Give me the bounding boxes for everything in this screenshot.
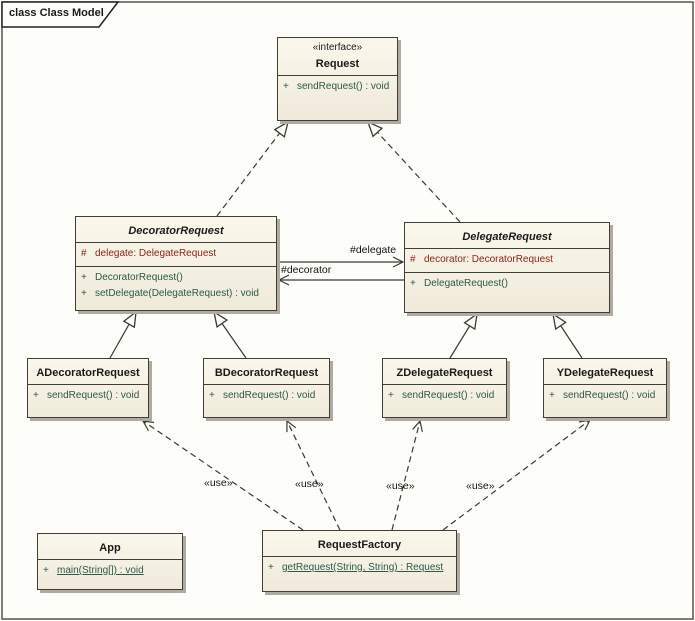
edge-label-use-3: «use» [386, 480, 415, 492]
class-request[interactable]: «interface» Request + sendRequest() : vo… [277, 37, 398, 121]
generalization-ydelegate-delegate [553, 314, 583, 359]
edge-label-decorator: #decorator [281, 264, 332, 276]
diagram-title: class Class Model [9, 7, 104, 19]
method: + DelegateRequest() [405, 276, 609, 292]
method-text: sendRequest() : void [402, 390, 495, 401]
generalization-zdelegate-delegate [449, 314, 477, 359]
method: + sendRequest() : void [204, 388, 329, 404]
class-bdecoratorrequest[interactable]: BDecoratorRequest + sendRequest() : void [203, 358, 330, 418]
class-adecoratorrequest[interactable]: ADecoratorRequest + sendRequest() : void [27, 358, 149, 418]
class-name: ADecoratorRequest [36, 367, 140, 379]
method: + setDelegate(DelegateRequest) : void [76, 286, 276, 302]
edge-label-use-2: «use» [295, 478, 324, 490]
stereotype-label: «interface» [312, 42, 363, 53]
method: + sendRequest() : void [383, 388, 506, 404]
edge-label-use-1: «use» [204, 477, 233, 489]
dependency-factory-zdelegate [391, 419, 423, 531]
methods-compartment: + sendRequest() : void [278, 76, 397, 120]
visibility: + [43, 565, 49, 576]
visibility: + [209, 390, 215, 401]
class-name: DelegateRequest [462, 231, 552, 243]
visibility: + [388, 390, 394, 401]
methods-compartment: + sendRequest() : void [544, 385, 666, 417]
method-text: DelegateRequest() [424, 278, 508, 289]
method-text: sendRequest() : void [223, 390, 316, 401]
generalization-bdecorator-decorator [214, 312, 247, 359]
class-zdelegaterequest[interactable]: ZDelegateRequest + sendRequest() : void [382, 358, 507, 418]
dependency-factory-bdecorator [286, 419, 341, 531]
class-name: ZDelegateRequest [396, 367, 493, 379]
method: + getRequest(String, String) : Request [263, 560, 456, 576]
class-app[interactable]: App + main(String[]) : void [37, 533, 183, 590]
method-text: sendRequest() : void [297, 81, 390, 92]
generalization-adecorator-decorator [109, 312, 136, 359]
class-name: App [99, 542, 121, 554]
dependency-factory-ydelegate [442, 419, 592, 531]
class-decoratorrequest[interactable]: DecoratorRequest # delegate: DelegateReq… [75, 216, 277, 311]
method-text: sendRequest() : void [47, 390, 140, 401]
attributes-compartment: # decorator: DecoratorRequest [405, 249, 609, 273]
method-text: main(String[]) : void [57, 565, 144, 576]
edge-label-use-4: «use» [466, 480, 495, 492]
class-app-header: App [38, 534, 182, 560]
class-name: DecoratorRequest [128, 225, 224, 237]
method: + main(String[]) : void [38, 563, 182, 579]
methods-compartment: + getRequest(String, String) : Request [263, 557, 456, 591]
class-name: YDelegateRequest [556, 367, 654, 379]
attribute: # delegate: DelegateRequest [76, 246, 276, 262]
diagram-frame-tab [1, 1, 120, 28]
class-name: Request [315, 58, 360, 70]
class-decoratorrequest-header: DecoratorRequest [76, 217, 276, 243]
visibility: + [33, 390, 39, 401]
realization-delegaterequest-request [368, 122, 461, 223]
attribute-text: decorator: DecoratorRequest [424, 254, 553, 265]
methods-compartment: + sendRequest() : void [383, 385, 506, 417]
visibility: + [410, 278, 416, 289]
class-requestfactory-header: RequestFactory [263, 531, 456, 557]
attribute-text: delegate: DelegateRequest [95, 248, 217, 259]
visibility: # [81, 248, 87, 259]
method: + sendRequest() : void [278, 79, 397, 95]
visibility: + [81, 272, 87, 283]
class-requestfactory[interactable]: RequestFactory + getRequest(String, Stri… [262, 530, 457, 592]
method-text: DecoratorRequest() [95, 272, 183, 283]
attribute: # decorator: DecoratorRequest [405, 252, 609, 268]
method: + sendRequest() : void [544, 388, 666, 404]
class-name: BDecoratorRequest [214, 367, 319, 379]
dependency-factory-adecorator [141, 420, 304, 531]
class-zdelegaterequest-header: ZDelegateRequest [383, 359, 506, 385]
visibility: + [81, 288, 87, 299]
class-ydelegaterequest[interactable]: YDelegateRequest + sendRequest() : void [543, 358, 667, 418]
visibility: + [283, 81, 289, 92]
method: + DecoratorRequest() [76, 270, 276, 286]
method-text: getRequest(String, String) : Request [282, 562, 444, 573]
attributes-compartment: # delegate: DelegateRequest [76, 243, 276, 267]
class-ydelegaterequest-header: YDelegateRequest [544, 359, 666, 385]
methods-compartment: + DecoratorRequest() + setDelegate(Deleg… [76, 267, 276, 310]
methods-compartment: + main(String[]) : void [38, 560, 182, 589]
method-text: sendRequest() : void [563, 390, 656, 401]
class-delegaterequest[interactable]: DelegateRequest # decorator: DecoratorRe… [404, 222, 610, 313]
class-name: RequestFactory [317, 539, 402, 551]
method-text: setDelegate(DelegateRequest) : void [95, 288, 259, 299]
visibility: + [549, 390, 555, 401]
methods-compartment: + DelegateRequest() [405, 273, 609, 312]
class-bdecoratorrequest-header: BDecoratorRequest [204, 359, 329, 385]
class-request-header: «interface» Request [278, 38, 397, 76]
methods-compartment: + sendRequest() : void [28, 385, 148, 417]
edge-label-delegate: #delegate [350, 244, 397, 256]
visibility: # [410, 254, 416, 265]
method: + sendRequest() : void [28, 388, 148, 404]
methods-compartment: + sendRequest() : void [204, 385, 329, 417]
class-delegaterequest-header: DelegateRequest [405, 223, 609, 249]
class-adecoratorrequest-header: ADecoratorRequest [28, 359, 148, 385]
visibility: + [268, 562, 274, 573]
